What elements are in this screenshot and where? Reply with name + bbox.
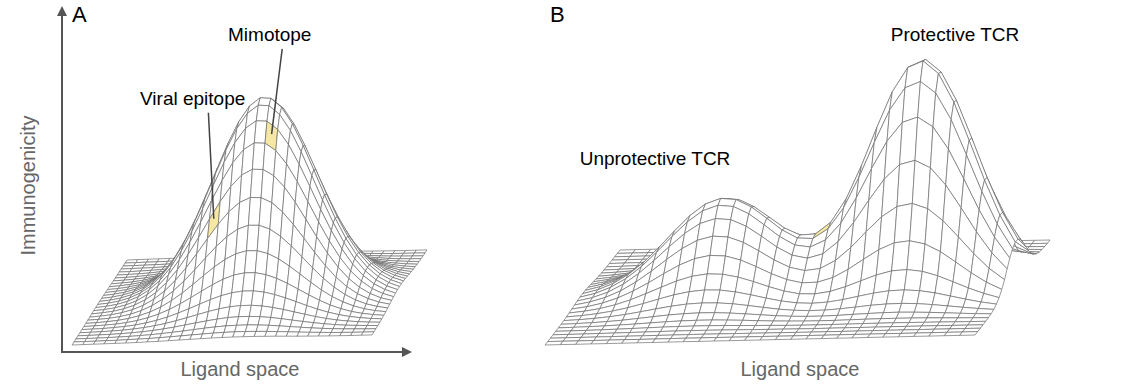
mesh-cell — [725, 320, 743, 325]
mesh-cell — [932, 293, 950, 306]
mesh-cell — [1027, 247, 1045, 250]
mesh-cell — [942, 313, 960, 318]
mesh-cell — [743, 314, 761, 321]
callout-label: Mimotope — [228, 24, 311, 46]
mesh-cell — [960, 307, 978, 313]
mesh-cell — [976, 309, 994, 314]
mesh-cell — [789, 316, 807, 321]
mesh-cell — [733, 292, 751, 306]
mesh-cell — [730, 304, 748, 314]
mesh-cell — [713, 219, 731, 237]
mesh-cell — [794, 303, 812, 311]
mesh-cell — [922, 244, 940, 276]
mesh-cell — [761, 307, 779, 315]
mesh-cell — [910, 204, 928, 245]
mesh-cell — [915, 117, 933, 168]
mesh-cell — [912, 160, 930, 208]
panel-letter: A — [72, 2, 87, 27]
peak-label: Protective TCR — [891, 24, 1019, 46]
y-axis — [61, 8, 63, 352]
mesh-cell — [705, 274, 723, 290]
mesh-cell — [963, 299, 981, 308]
mesh-cell — [369, 319, 382, 323]
axis-title: Immunogenicity — [17, 115, 40, 255]
mesh-cell — [791, 310, 809, 316]
mesh-cell — [920, 271, 938, 293]
wireframe-surface — [72, 98, 427, 345]
mesh-cell — [715, 205, 733, 219]
mesh-cell — [723, 256, 741, 277]
mesh-cell — [902, 290, 920, 304]
leader-line — [272, 49, 283, 134]
mesh-cell — [917, 291, 935, 305]
mesh-cell — [797, 294, 815, 304]
mesh-cell — [773, 316, 791, 321]
mesh-cell — [371, 315, 384, 319]
mesh-cell — [707, 255, 725, 274]
peak-label: Unprotective TCR — [580, 148, 731, 170]
axis-title: Ligand space — [741, 358, 860, 381]
mesh-cell — [930, 305, 948, 313]
mesh-cell — [367, 322, 380, 325]
mesh-cell — [702, 290, 720, 303]
mesh-cell — [912, 312, 930, 318]
axis-title: Ligand space — [181, 358, 300, 381]
mesh-cell — [935, 276, 953, 296]
mesh-cell — [776, 309, 794, 316]
mesh-cell — [779, 301, 797, 310]
mesh-cell — [740, 320, 758, 325]
mesh-cell — [710, 236, 728, 256]
mesh-cell — [697, 313, 715, 321]
mesh-cell — [960, 332, 978, 336]
panel-letter: B — [550, 2, 565, 27]
mesh-cell — [712, 313, 730, 320]
wireframe-surface — [545, 60, 1050, 346]
mesh-cell — [727, 313, 745, 320]
mesh-cell — [892, 241, 910, 271]
mesh-cell — [973, 314, 991, 318]
callout-label: Viral epitope — [140, 88, 245, 110]
mesh-cell — [720, 274, 738, 292]
mesh-cell — [945, 306, 963, 313]
mesh-cell — [800, 282, 818, 294]
mesh-cell — [927, 312, 945, 318]
mesh-cell — [978, 302, 996, 309]
mesh-cell — [715, 303, 733, 313]
mesh-cell — [717, 290, 735, 304]
leader-lines — [208, 49, 282, 219]
x-axis — [61, 351, 410, 353]
mesh-cell — [361, 332, 374, 335]
mesh-cell — [899, 303, 917, 312]
mesh-cell — [771, 321, 789, 325]
mesh-cell — [758, 315, 776, 321]
mesh-cell — [904, 270, 922, 291]
mesh-cell — [745, 306, 763, 315]
leader-line — [208, 113, 213, 219]
mesh-cell — [914, 304, 932, 313]
mesh-cell — [907, 241, 925, 272]
mesh-cell — [948, 296, 966, 307]
